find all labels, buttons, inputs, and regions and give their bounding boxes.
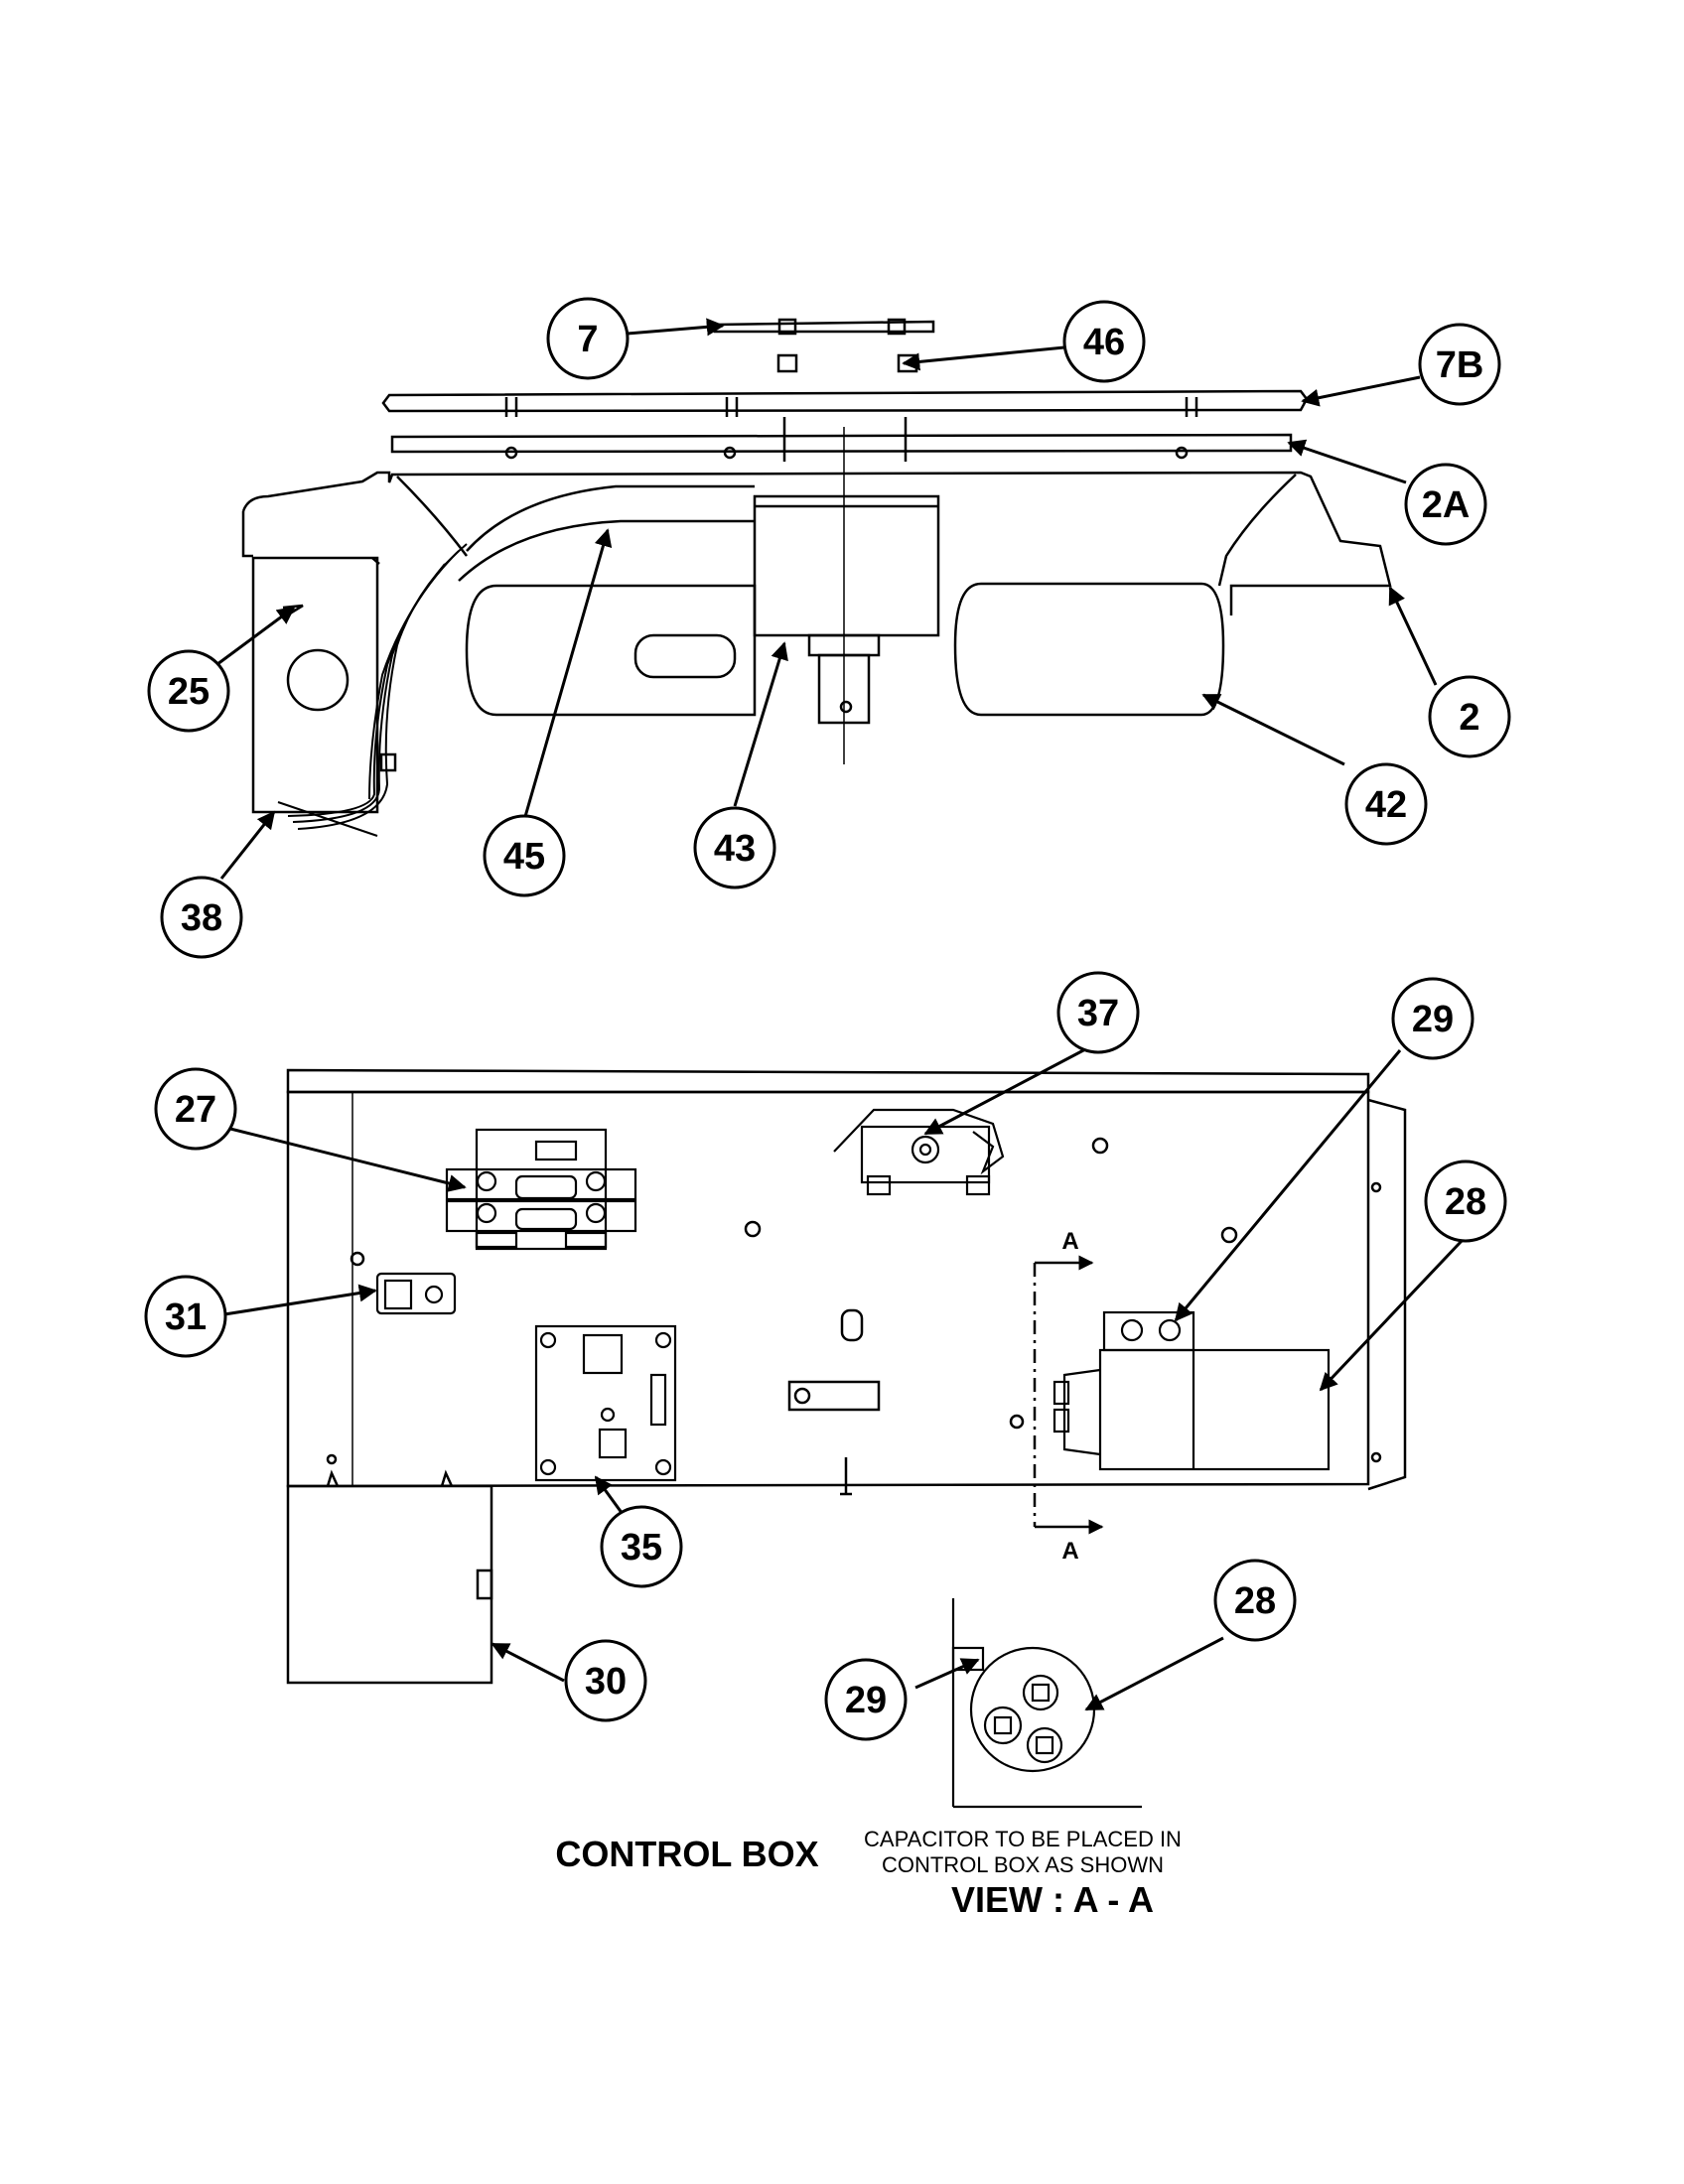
callout-7B: 7B [1418, 323, 1501, 406]
callout-28-view: 28 [1213, 1559, 1297, 1642]
callout-29-panel: 29 [1391, 977, 1474, 1060]
section-line-a-a [1033, 1255, 1104, 1535]
callout-7-label: 7 [577, 319, 598, 360]
callout-38: 38 [160, 876, 243, 959]
callout-46: 46 [1062, 300, 1146, 383]
duct-part-45 [458, 484, 755, 582]
callout-25-label: 25 [168, 671, 210, 713]
callout-25: 25 [147, 649, 230, 733]
callout-27: 27 [154, 1067, 237, 1151]
callout-27-label: 27 [175, 1089, 216, 1131]
tank-part-42 [465, 582, 1225, 717]
callout-42-label: 42 [1365, 784, 1407, 826]
callout-7B-label: 7B [1436, 344, 1484, 386]
callout-29-view-label: 29 [845, 1680, 887, 1721]
contactor-part-27 [445, 1128, 637, 1251]
callout-2A: 2A [1404, 463, 1487, 546]
motor-part-43 [753, 427, 940, 764]
callout-7: 7 [546, 297, 630, 380]
capacitor-part-28 [1052, 1310, 1331, 1471]
switch-part-31 [375, 1272, 457, 1315]
callout-43-label: 43 [714, 828, 756, 870]
housing-part-2 [241, 471, 1392, 615]
callout-2-label: 2 [1459, 697, 1479, 739]
section-marker-a-top: A [1061, 1228, 1078, 1255]
relay-part-37 [833, 1108, 1005, 1196]
callout-38-label: 38 [181, 897, 222, 939]
callout-28-panel-label: 28 [1445, 1181, 1486, 1223]
callout-31-label: 31 [165, 1297, 207, 1338]
circuit-board-part-35 [534, 1324, 677, 1482]
nut-part-46 [776, 353, 918, 373]
callout-29-panel-label: 29 [1412, 999, 1454, 1040]
callout-35: 35 [600, 1505, 683, 1588]
control-box-panel [286, 1068, 1407, 1496]
callout-30: 30 [564, 1639, 647, 1722]
callout-29-view: 29 [824, 1658, 908, 1741]
capacitor-note-line2: CONTROL BOX AS SHOWN [882, 1852, 1164, 1877]
callout-28-panel: 28 [1424, 1160, 1507, 1243]
callout-28-view-label: 28 [1234, 1580, 1276, 1622]
callout-2: 2 [1428, 675, 1511, 758]
callout-43: 43 [693, 806, 776, 889]
control-box-caption: CONTROL BOX [555, 1834, 818, 1874]
leader-lines [212, 318, 1464, 1711]
panel-hook [787, 1308, 881, 1496]
capacitor-note-line1: CAPACITOR TO BE PLACED IN [864, 1827, 1182, 1851]
lower-box-part-30 [286, 1469, 493, 1685]
callout-2A-label: 2A [1422, 484, 1471, 526]
callout-37-label: 37 [1077, 993, 1119, 1034]
wire-harness-part-38 [277, 543, 468, 837]
callout-30-label: 30 [585, 1661, 627, 1703]
plate-part-2A [390, 417, 1293, 462]
view-aa-detail [951, 1598, 1142, 1809]
callout-35-label: 35 [621, 1527, 662, 1569]
top-assembly [241, 318, 1392, 837]
callout-45: 45 [483, 814, 566, 897]
callout-45-label: 45 [503, 836, 545, 878]
view-aa-caption: VIEW : A - A [951, 1879, 1154, 1920]
top-rail-part-7B [381, 389, 1309, 417]
callout-31: 31 [144, 1275, 227, 1358]
section-marker-a-bottom: A [1061, 1538, 1078, 1565]
callout-42: 42 [1344, 762, 1428, 846]
callout-37: 37 [1056, 971, 1140, 1054]
bracket-part-7 [713, 318, 935, 336]
callout-46-label: 46 [1083, 322, 1125, 363]
